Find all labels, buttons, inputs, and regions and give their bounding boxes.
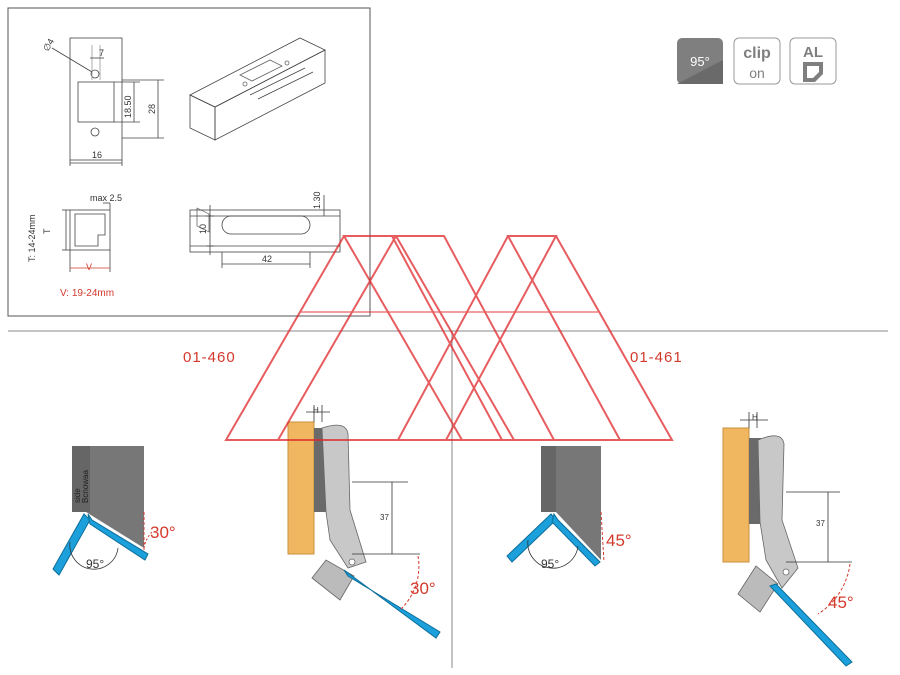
dim-max-2-5: max 2.5 (90, 193, 122, 203)
badge-clip-on (733, 37, 781, 85)
dim-28: 28 (147, 104, 157, 114)
wood-side-left (287, 421, 315, 555)
plate-outline (69, 37, 123, 161)
section-code-right: 01-461 (630, 349, 683, 366)
dim-7: 7 (99, 48, 104, 58)
door-open-right (769, 583, 853, 667)
door-panel-left-r (506, 513, 557, 563)
right-hinge-diagram: H 37 45° (722, 412, 854, 667)
hinge-arm-right (757, 435, 799, 589)
dim-v: V (86, 262, 92, 272)
badge-aluminium (789, 37, 837, 85)
h-label-left: H (313, 406, 319, 415)
badge-al-text: AL (803, 44, 823, 61)
aluminium-profile-icon (803, 62, 823, 82)
dim-t: T (42, 228, 52, 234)
dim-37-left: 37 (380, 513, 389, 522)
watermark-logo (224, 235, 674, 441)
dim-1-30: 1.30 (312, 191, 322, 209)
feature-badges: 95° clip on AL (677, 37, 837, 85)
detail-frame (7, 7, 371, 317)
badge-95-text: 95° (690, 54, 710, 69)
hole-top (90, 69, 100, 79)
dim-t-range: T: 14-24mm (27, 214, 37, 262)
plate-isometric-view (189, 37, 326, 233)
dim-hole-diameter: ∅4 (41, 37, 56, 53)
hinge-cup-left (311, 559, 355, 601)
dim-37-right: 37 (816, 519, 825, 528)
side-label-cyrillic: Bcnowaa (81, 470, 90, 503)
dim-16: 16 (92, 150, 102, 160)
section-code-left: 01-460 (183, 349, 236, 366)
profile-section-view (62, 202, 111, 272)
side-label: side (73, 488, 82, 503)
angle-30-small: 30° (150, 523, 176, 542)
door-open-left (343, 569, 441, 639)
plate-slot (77, 81, 115, 123)
angle-45-big: 45° (828, 593, 854, 612)
plate-front-view (51, 37, 164, 166)
angle-45-small: 45° (606, 531, 632, 550)
door-panel-right-r (551, 512, 601, 567)
left-side-panel-diagram: side Bcnowaa 30° 95° (52, 446, 176, 576)
plate-top-view (189, 195, 341, 268)
left-hinge-diagram: H 37 30° (287, 405, 441, 639)
dim-10: 10 (198, 224, 208, 234)
open-angle-95-left: 95° (86, 557, 104, 571)
door-panel-left (52, 513, 91, 576)
right-side-panel-diagram: 45° 95° (506, 446, 632, 571)
mounting-plate-right (749, 438, 761, 524)
dim-v-range: V: 19-24mm (60, 288, 114, 299)
hinge-cup-right (737, 565, 779, 613)
badge-clip-text: clip (743, 45, 771, 62)
open-angle-95-right: 95° (541, 557, 559, 571)
angle-30-big: 30° (410, 579, 436, 598)
h-label-right: H (752, 413, 758, 422)
wood-side-right (722, 427, 750, 563)
badge-on-text: on (749, 65, 765, 81)
dim-42: 42 (262, 254, 272, 264)
detail-drawing-panel: ∅4 7 18.50 28 16 (7, 7, 371, 317)
door-panel-right (87, 513, 149, 561)
dim-18-50: 18.50 (123, 95, 133, 118)
hole-bottom (90, 127, 100, 137)
hinge-arm-left (321, 424, 367, 569)
